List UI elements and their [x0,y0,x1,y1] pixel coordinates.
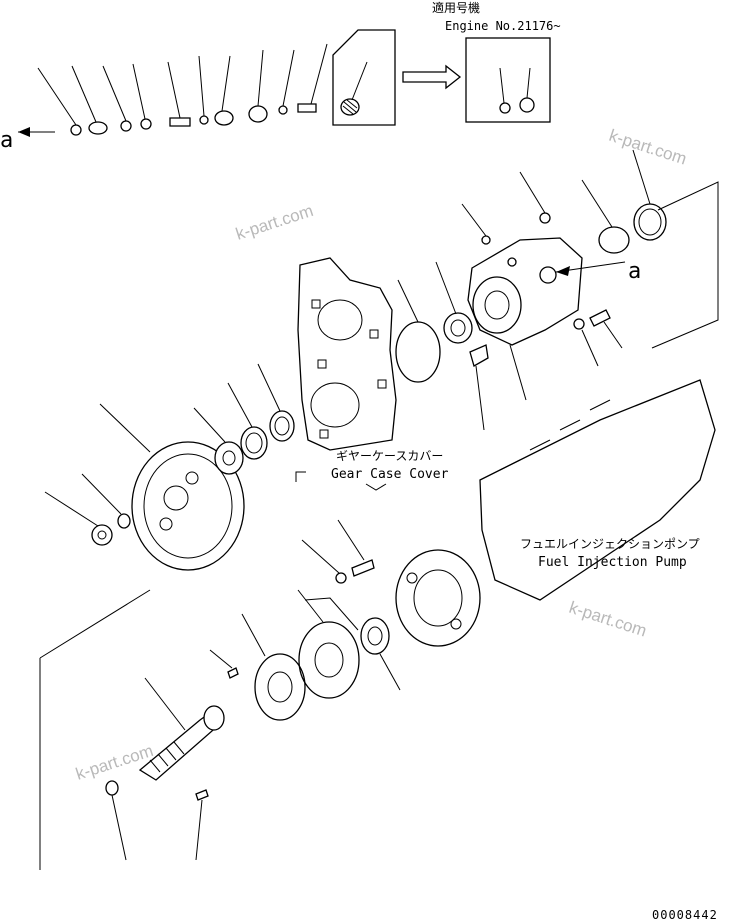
ref-a-right: a [628,259,641,284]
o-ring [395,279,441,383]
ref-a-left: a [0,128,13,153]
watermark-2: k-part.com [607,126,689,169]
drive-flange [297,589,360,699]
watermark-4: k-part.com [73,741,155,784]
gasket [241,613,306,721]
replacement-arrow-icon [402,64,462,90]
coupling-bolt [301,519,375,584]
watermark-3: k-part.com [567,598,649,641]
gear-hub [193,407,244,475]
group-bracket-line [39,589,151,870]
drive-gear [99,403,245,571]
watermark-1: k-part.com [233,201,315,244]
gear-case-cover-label-en: Gear Case Cover [331,467,449,482]
top-small-parts-row: a [0,43,328,153]
applicable-label-jp: 適用号機 [432,0,480,15]
fuel-pump-label-jp: フュエルインジェクションポンプ [520,537,700,551]
gear-case-cover: ギヤーケースカバー Gear Case Cover [295,257,449,491]
old-type-box [332,29,396,126]
fuel-pump-label-en: Fuel Injection Pump [538,555,687,570]
oil-seal [360,617,401,691]
fuel-injection-pump: フュエルインジェクションポンプ Fuel Injection Pump [395,379,716,647]
pump-drive-housing: a [435,149,719,431]
engine-number-label: Engine No.21176~ [445,19,561,33]
drive-shaft [105,649,239,861]
new-type-box [465,37,551,123]
thrust-washers [227,363,295,460]
gear-case-cover-label-jp: ギヤーケースカバー [336,449,443,463]
drawing-number: 00008442 [652,908,718,921]
nut-and-washer [44,473,131,546]
